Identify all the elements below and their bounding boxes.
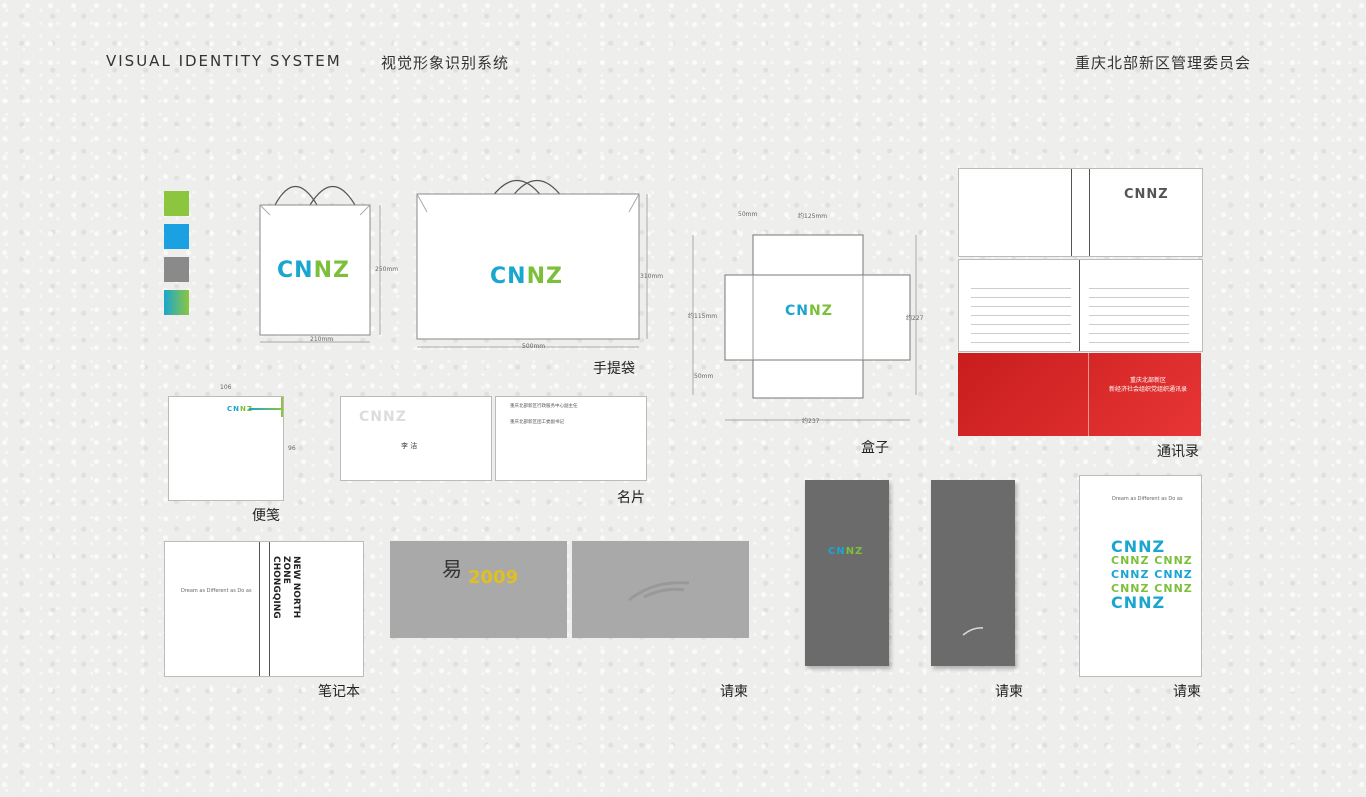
box-dieline: CNNZ 50mm 约125mm 约115mm 约227 50mm 约237 bbox=[688, 205, 933, 435]
card-org-line: 重庆北部新区行政服务中心副主任 bbox=[510, 404, 578, 409]
large-bag-outline bbox=[416, 180, 648, 348]
card-caption: 名片 bbox=[617, 490, 645, 506]
directory-cover: CNNZ bbox=[958, 168, 1203, 257]
invite2-mark-icon bbox=[962, 627, 984, 636]
small-bag: CNNZ 250mm 210mm bbox=[255, 170, 398, 345]
notepad: CNNZ bbox=[168, 396, 284, 501]
card-name: 李 洁 bbox=[401, 442, 418, 450]
notebook-caption: 笔记本 bbox=[318, 684, 360, 700]
invite1-calligraphy: 易 bbox=[442, 557, 462, 581]
invite2-logo: CNNZ bbox=[828, 546, 864, 557]
card-org-line2: 重庆北部新区团工委副书记 bbox=[510, 420, 564, 425]
box-top-b: 约125mm bbox=[798, 213, 828, 220]
swatch-gray bbox=[164, 257, 189, 282]
large-bag-height: 310mm bbox=[640, 273, 664, 280]
directory-table-right bbox=[1089, 280, 1189, 343]
card-front: CNNZ 李 洁 bbox=[340, 396, 492, 481]
header-title-cn: 视觉形象识别系统 bbox=[381, 54, 510, 72]
notepad-logo: CNNZ bbox=[227, 405, 253, 413]
invite1-caption: 请柬 bbox=[720, 684, 748, 700]
directory-caption: 通讯录 bbox=[1157, 444, 1199, 460]
notepad-caption: 便笺 bbox=[252, 508, 280, 524]
directory-red-cover: 重庆北部新区 新经济社会组织党组织通讯录 bbox=[958, 353, 1201, 436]
card-back: 重庆北部新区行政服务中心副主任 重庆北部新区团工委副书记 bbox=[495, 396, 647, 481]
swatch-gradient bbox=[164, 290, 189, 315]
invite3-caption: 请柬 bbox=[1173, 684, 1201, 700]
box-bottom-left: 50mm bbox=[694, 373, 714, 380]
notepad-width: 106 bbox=[220, 384, 232, 391]
swatch-green bbox=[164, 191, 189, 216]
invite2-panel-mark bbox=[931, 480, 1015, 666]
bag-caption: 手提袋 bbox=[593, 361, 635, 377]
large-bag: CNNZ 310mm 500mm bbox=[412, 172, 664, 352]
notepad-height: 96 bbox=[288, 445, 296, 452]
box-top-a: 50mm bbox=[738, 211, 758, 218]
box-caption: 盒子 bbox=[861, 440, 889, 456]
invite1-mark-icon bbox=[628, 581, 690, 602]
box-left: 约115mm bbox=[688, 313, 718, 320]
swatch-blue bbox=[164, 224, 189, 249]
small-bag-logo: CNNZ bbox=[277, 258, 350, 283]
box-outline bbox=[692, 234, 917, 421]
small-bag-width: 210mm bbox=[310, 336, 334, 343]
large-bag-width: 500mm bbox=[522, 343, 546, 350]
invite2-caption: 请柬 bbox=[995, 684, 1023, 700]
directory-pages bbox=[958, 259, 1203, 352]
notebook-tagline: Dream as Different as Do as bbox=[181, 588, 252, 594]
invite3-tagline: Dream as Different as Do as bbox=[1112, 496, 1183, 502]
large-bag-logo: CNNZ bbox=[490, 264, 563, 289]
invite1-left: 易 2009 bbox=[390, 541, 567, 638]
invite2-panel-logo: CNNZ bbox=[805, 480, 889, 666]
header-title-en: VISUAL IDENTITY SYSTEM bbox=[106, 52, 342, 70]
invite1-right bbox=[572, 541, 749, 638]
notebook-spine-text: NEW NORTH ZONE CHONGQING bbox=[271, 556, 301, 619]
box-logo: CNNZ bbox=[785, 303, 833, 319]
box-right: 约227 bbox=[906, 315, 924, 322]
header-org: 重庆北部新区管理委员会 bbox=[1075, 54, 1252, 72]
box-bottom: 约237 bbox=[802, 418, 820, 425]
notebook: Dream as Different as Do as NEW NORTH ZO… bbox=[164, 541, 364, 677]
small-bag-outline bbox=[259, 186, 381, 343]
directory-table-left bbox=[971, 280, 1071, 343]
small-bag-height: 250mm bbox=[375, 266, 399, 273]
invite1-year: 2009 bbox=[468, 567, 519, 588]
directory-cover-logo: CNNZ bbox=[1124, 187, 1169, 202]
directory-red-title: 重庆北部新区 新经济社会组织党组织通讯录 bbox=[1108, 377, 1187, 393]
card-front-logo: CNNZ bbox=[359, 409, 407, 425]
